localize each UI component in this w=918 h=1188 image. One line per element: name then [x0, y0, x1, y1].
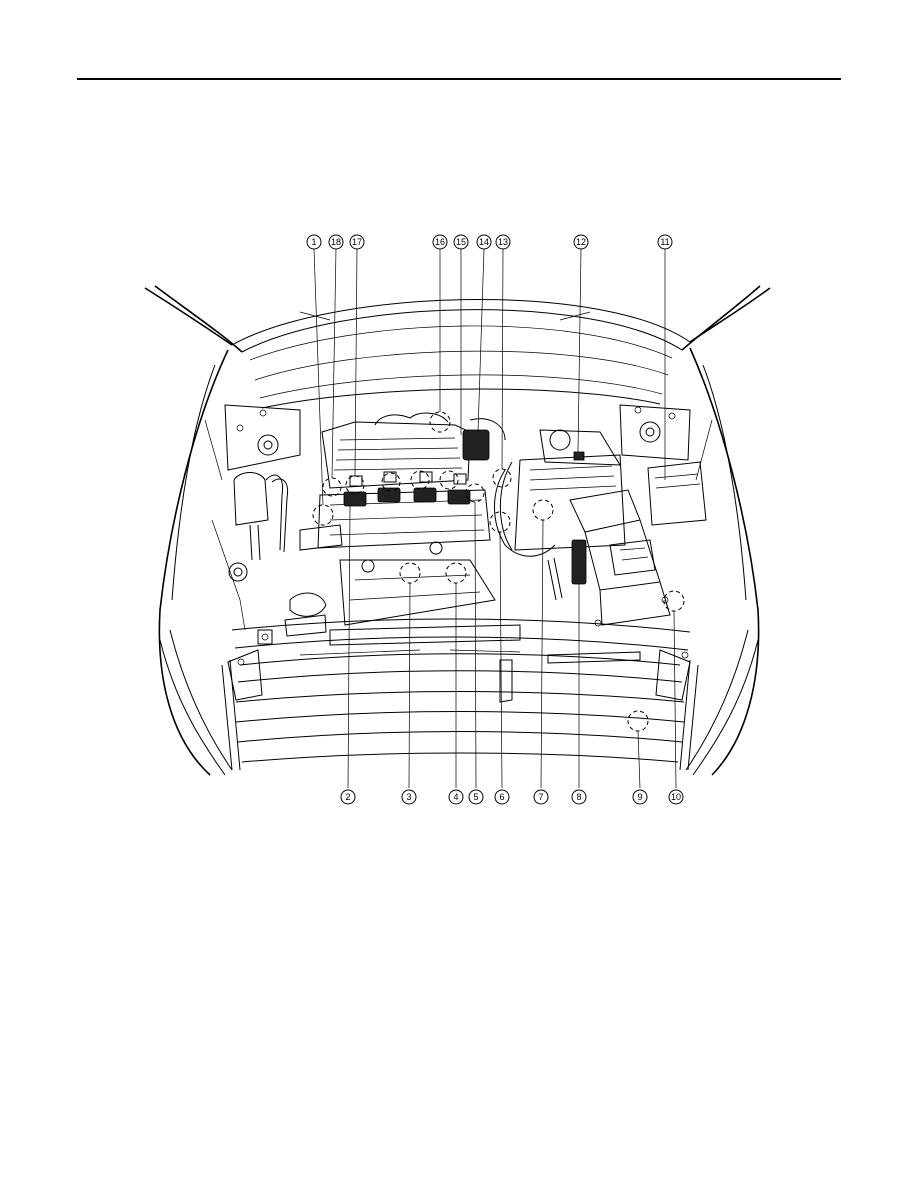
callout-17: 17: [349, 234, 365, 250]
callout-15: 15: [453, 234, 469, 250]
callout-15-label: 15: [456, 237, 466, 247]
callout-10-label: 10: [671, 792, 681, 802]
callout-16: 16: [432, 234, 448, 250]
callout-3-label: 3: [406, 792, 411, 802]
callout-7-label: 7: [538, 792, 543, 802]
callout-8: 8: [571, 789, 587, 805]
callout-18: 18: [328, 234, 344, 250]
callout-1: 1: [306, 234, 322, 250]
callout-11: 11: [657, 234, 673, 250]
callout-14-label: 14: [479, 237, 489, 247]
left-side-components: [211, 472, 343, 645]
body-outline: [158, 347, 760, 776]
callout-18-label: 18: [331, 237, 341, 247]
callouts-bottom: 2 3 4 5 6 7 8 9: [340, 789, 684, 805]
callout-3: 3: [401, 789, 417, 805]
callouts-top: 1 18 17 16 15 14 13 12: [306, 234, 673, 250]
callout-13-label: 13: [498, 237, 508, 247]
callout-16-label: 16: [435, 237, 445, 247]
callout-14: 14: [476, 234, 492, 250]
callout-5-label: 5: [473, 792, 478, 802]
callout-13: 13: [495, 234, 511, 250]
callout-2: 2: [340, 789, 356, 805]
callout-6-label: 6: [499, 792, 504, 802]
callout-11-label: 11: [660, 237, 669, 247]
hood-illustration: [144, 285, 771, 409]
callout-5: 5: [468, 789, 484, 805]
callout-7: 7: [533, 789, 549, 805]
header-rule: [77, 78, 841, 80]
intake-manifold: [317, 412, 506, 626]
callout-9: 9: [632, 789, 648, 805]
leader-lines: [313, 248, 677, 789]
callout-17-label: 17: [352, 237, 362, 247]
core-support: [227, 618, 691, 703]
callout-4: 4: [448, 789, 464, 805]
callout-10: 10: [668, 789, 684, 805]
callout-1-label: 1: [311, 237, 316, 247]
right-side-components: [494, 429, 707, 627]
callout-9-label: 9: [637, 792, 642, 802]
callout-2-label: 2: [345, 792, 350, 802]
callout-4-label: 4: [453, 792, 458, 802]
strut-towers: [224, 404, 691, 471]
callout-12: 12: [573, 234, 589, 250]
callout-12-label: 12: [576, 237, 586, 247]
callout-6: 6: [494, 789, 510, 805]
callout-8-label: 8: [576, 792, 581, 802]
